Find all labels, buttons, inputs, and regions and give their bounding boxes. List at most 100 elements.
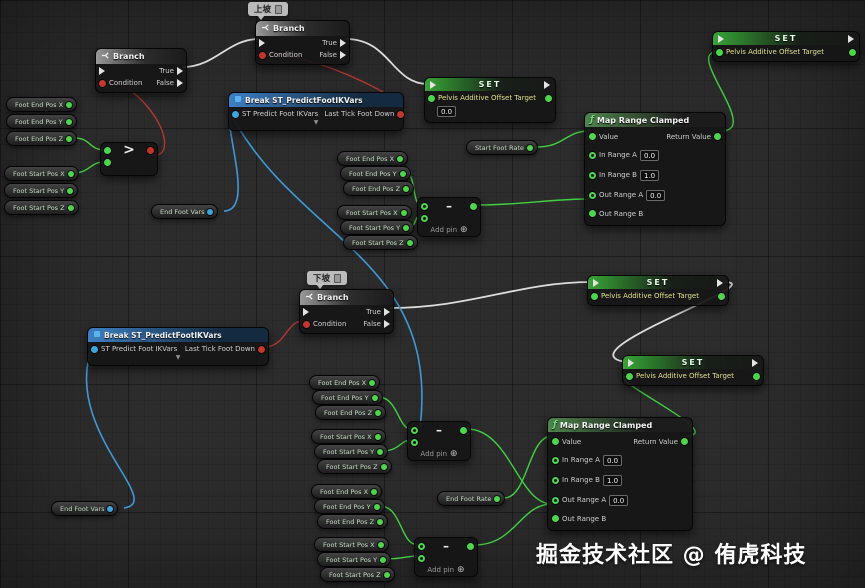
- false-exec-out-pin[interactable]: [340, 51, 346, 59]
- value-pin[interactable]: [589, 133, 596, 140]
- result-pin[interactable]: [470, 203, 477, 210]
- output-pin[interactable]: [377, 518, 384, 525]
- output-pin[interactable]: [207, 208, 214, 215]
- in-range-a-input[interactable]: 0.0: [639, 149, 660, 161]
- exec-out-pin[interactable]: [544, 80, 550, 89]
- add-pin-label[interactable]: Add pin: [420, 450, 448, 458]
- break-node-2[interactable]: Break ST_PredictFootIKVars ST Predict Fo…: [87, 327, 269, 366]
- out-range-a-pin[interactable]: [589, 191, 596, 199]
- true-exec-out-pin[interactable]: [340, 39, 346, 47]
- map-range-clamped-node-2[interactable]: ƒ Map Range Clamped Value Return Value I…: [547, 417, 693, 531]
- var-get-foot-start-pos-y[interactable]: Foot Start Pos Y: [317, 552, 392, 567]
- exec-in-pin[interactable]: [259, 39, 265, 47]
- subtract-node-1[interactable]: – Add pin ⊕: [417, 197, 481, 237]
- var-get-foot-end-pos-z[interactable]: Foot End Pos Z: [343, 181, 415, 196]
- var-get-foot-end-pos-z[interactable]: Foot End Pos Z: [315, 405, 387, 420]
- var-get-start-foot-rate[interactable]: Start Foot Rate: [466, 140, 538, 155]
- output-pin[interactable]: [66, 135, 73, 142]
- input-b-pin[interactable]: [421, 215, 428, 222]
- output-pin[interactable]: [369, 379, 376, 386]
- bool-result-pin[interactable]: [147, 147, 154, 154]
- in-range-a-input[interactable]: 0.0: [602, 454, 623, 466]
- set-node-3[interactable]: SET Pelvis Additive Offset Target: [587, 275, 729, 306]
- condition-pin[interactable]: [303, 320, 310, 328]
- output-pin[interactable]: [400, 209, 407, 216]
- var-get-foot-start-pos-z[interactable]: Foot Start Pos Z: [4, 200, 79, 215]
- value-out-pin[interactable]: [849, 48, 856, 56]
- return-value-pin[interactable]: [681, 438, 688, 445]
- in-range-a-pin[interactable]: [552, 456, 559, 464]
- var-get-foot-end-pos-y[interactable]: Foot End Pos Y: [312, 390, 383, 405]
- break-node-1[interactable]: Break ST_PredictFootIKVars ST Predict Fo…: [228, 92, 405, 131]
- var-get-foot-start-pos-y[interactable]: Foot Start Pos Y: [4, 183, 79, 198]
- true-exec-out-pin[interactable]: [384, 308, 390, 316]
- add-pin-icon[interactable]: ⊕: [450, 449, 458, 459]
- var-get-foot-start-pos-z[interactable]: Foot Start Pos Z: [317, 459, 392, 474]
- value-out-pin[interactable]: [545, 94, 552, 102]
- var-get-foot-start-pos-x[interactable]: Foot Start Pos X: [314, 537, 389, 552]
- input-b-pin[interactable]: [104, 159, 111, 166]
- value-pin[interactable]: [552, 438, 559, 445]
- output-pin[interactable]: [67, 187, 74, 194]
- output-pin[interactable]: [406, 239, 413, 246]
- exec-in-pin[interactable]: [593, 278, 599, 287]
- true-exec-out-pin[interactable]: [177, 67, 183, 75]
- output-pin[interactable]: [66, 101, 73, 108]
- branch-node-1[interactable]: Branch True Condition False: [95, 48, 187, 93]
- var-get-foot-end-pos-x[interactable]: Foot End Pos X: [337, 151, 409, 166]
- false-exec-out-pin[interactable]: [384, 320, 390, 328]
- subtract-node-2[interactable]: – Add pin ⊕: [407, 421, 471, 461]
- value-input[interactable]: 0.0: [437, 106, 457, 117]
- exec-out-pin[interactable]: [848, 34, 854, 43]
- var-get-foot-end-pos-y[interactable]: Foot End Pos Y: [340, 166, 411, 181]
- var-get-foot-end-pos-y[interactable]: Foot End Pos Y: [6, 114, 77, 129]
- exec-in-pin[interactable]: [99, 67, 105, 75]
- exec-out-pin[interactable]: [752, 358, 758, 367]
- condition-pin[interactable]: [259, 51, 266, 59]
- var-get-foot-end-pos-z[interactable]: Foot End Pos Z: [317, 514, 389, 529]
- var-get-foot-start-pos-x[interactable]: Foot Start Pos X: [311, 429, 386, 444]
- struct-in-pin[interactable]: [91, 345, 98, 353]
- pelvis-input-pin[interactable]: [428, 94, 435, 102]
- output-pin[interactable]: [374, 433, 381, 440]
- add-pin-icon[interactable]: ⊕: [460, 225, 468, 235]
- output-pin[interactable]: [403, 224, 410, 231]
- in-range-b-pin[interactable]: [552, 476, 559, 484]
- output-pin[interactable]: [403, 185, 410, 192]
- var-get-foot-start-pos-y[interactable]: Foot Start Pos Y: [340, 220, 415, 235]
- output-pin[interactable]: [377, 448, 384, 455]
- bubble-pin-icon[interactable]: [334, 273, 342, 283]
- var-get-foot-start-pos-z[interactable]: Foot Start Pos Z: [343, 235, 418, 250]
- input-a-pin[interactable]: [418, 543, 425, 550]
- output-pin[interactable]: [526, 144, 533, 151]
- output-pin[interactable]: [371, 394, 378, 401]
- in-range-b-pin[interactable]: [589, 171, 596, 179]
- add-pin-label[interactable]: Add pin: [427, 566, 455, 574]
- output-pin[interactable]: [107, 505, 114, 512]
- input-a-pin[interactable]: [104, 147, 111, 154]
- bubble-pin-icon[interactable]: [275, 4, 283, 14]
- subtract-node-3[interactable]: – Add pin ⊕: [414, 537, 478, 577]
- collapse-chevron-icon[interactable]: ▼: [313, 119, 319, 126]
- var-get-end-foot-vars[interactable]: End Foot Vars: [151, 204, 219, 219]
- output-pin[interactable]: [494, 495, 501, 502]
- var-get-foot-start-pos-z[interactable]: Foot Start Pos Z: [320, 567, 395, 582]
- false-exec-out-pin[interactable]: [177, 79, 183, 87]
- condition-pin[interactable]: [99, 79, 106, 87]
- add-pin-label[interactable]: Add pin: [430, 226, 458, 234]
- input-a-pin[interactable]: [411, 427, 418, 434]
- var-get-foot-start-pos-x[interactable]: Foot Start Pos X: [4, 166, 79, 181]
- comment-bubble-down[interactable]: 下坡: [307, 271, 348, 289]
- var-get-end-foot-vars[interactable]: End Foot Vars: [51, 501, 119, 516]
- output-pin[interactable]: [67, 204, 74, 211]
- out-range-a-pin[interactable]: [552, 496, 559, 504]
- bool-out-pin[interactable]: [397, 110, 405, 118]
- output-pin[interactable]: [373, 503, 380, 510]
- map-range-clamped-node-1[interactable]: ƒ Map Range Clamped Value Return Value I…: [584, 112, 726, 226]
- var-get-foot-end-pos-z[interactable]: Foot End Pos Z: [6, 131, 78, 146]
- output-pin[interactable]: [383, 571, 390, 578]
- exec-in-pin[interactable]: [430, 80, 436, 89]
- exec-out-pin[interactable]: [717, 278, 723, 287]
- in-range-b-input[interactable]: 1.0: [602, 474, 623, 486]
- var-get-foot-end-pos-x[interactable]: Foot End Pos X: [311, 484, 383, 499]
